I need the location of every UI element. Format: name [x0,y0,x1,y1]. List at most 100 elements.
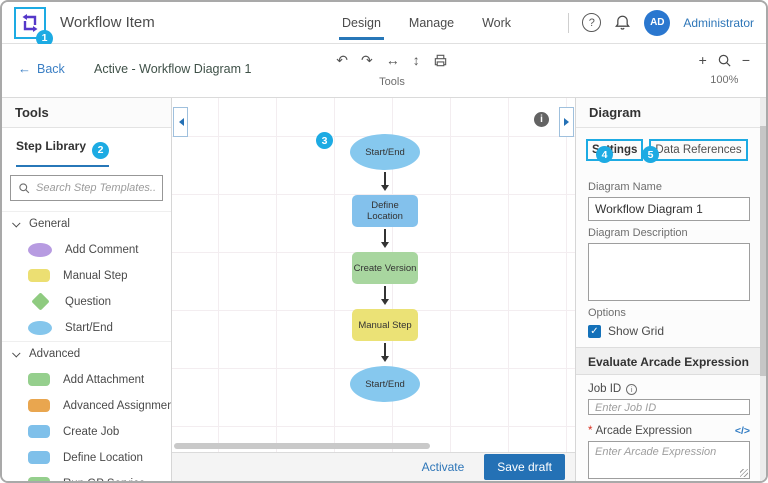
rect-shape-icon [28,477,50,481]
triangle-right-icon [563,118,573,126]
triangle-left-icon [175,118,184,126]
arcade-expression-label: *Arcade Expression [588,425,692,437]
required-asterisk: * [588,425,593,437]
rect-shape-icon [28,399,50,412]
step-template-add-comment[interactable]: Add Comment [2,237,171,263]
vertical-scrollbar-thumb[interactable] [760,126,766,376]
step-search-input[interactable] [36,181,155,194]
tools-label: Tools [379,76,405,88]
job-id-label: Job ID [588,383,622,395]
section-label: General [29,218,70,230]
diagram-name-input[interactable] [588,197,750,221]
tab-design[interactable]: Design [339,2,384,43]
node-create-version[interactable]: Create Version [352,252,418,284]
undo-icon[interactable]: ↶ [336,52,348,68]
diagram-canvas[interactable]: 3 Start/End Define Location Create Versi… [172,98,575,452]
node-start-end-bottom[interactable]: Start/End [350,366,420,402]
code-editor-icon[interactable] [735,425,750,437]
callout-badge-3: 3 [316,132,333,149]
user-name[interactable]: Administrator [683,15,754,30]
job-id-input[interactable] [588,399,750,415]
header-nav: Design Manage Work [339,2,512,43]
workflow-loop-icon [22,13,38,32]
step-template-manual-step[interactable]: Manual Step [2,263,171,289]
app-header: 1 Workflow Item Design Manage Work AD Ad… [2,2,766,47]
canvas-footer: Activate Save draft [172,452,575,481]
show-grid-option[interactable]: Show Grid [588,324,750,338]
workflow-logo[interactable]: 1 [14,6,53,47]
connector-arrow [381,229,388,248]
diagram-toolbar: Back Active - Workflow Diagram 1 ↶ ↷ ↔ ↕… [2,44,766,98]
step-label: Add Comment [65,243,139,256]
info-icon[interactable] [626,383,638,395]
search-icon [19,182,30,193]
tab-manage[interactable]: Manage [408,15,455,30]
node-manual-step[interactable]: Manual Step [352,309,418,341]
step-label: Start/End [65,321,113,334]
bell-icon[interactable] [614,14,631,32]
step-template-start-end[interactable]: Start/End [2,315,171,341]
zoom-out-icon[interactable]: − [741,52,750,68]
checkbox-checked-icon[interactable] [588,324,601,338]
options-label: Options [588,307,626,319]
arcade-expression-input[interactable] [588,441,750,479]
callout-badge-5: 5 [642,146,659,163]
tab-data-references[interactable]: Data References [649,139,748,161]
magnifier-icon[interactable] [717,53,732,68]
tools-panel-title: Tools [2,98,171,128]
diagram-description-input[interactable] [588,243,750,301]
step-label: Run GP Service [63,478,145,482]
step-label: Question [65,295,112,308]
node-start-end-top[interactable]: Start/End [350,134,420,170]
step-template-create-job[interactable]: Create Job [2,419,171,445]
node-define-location[interactable]: Define Location [352,195,418,227]
section-advanced[interactable]: Advanced [2,340,171,367]
tab-work[interactable]: Work [482,15,512,30]
diagram-panel: Diagram Settings Data References 4 5 Dia… [575,98,766,481]
evaluate-arcade-section-header: Evaluate Arcade Expression [576,347,766,375]
arcade-label-row: *Arcade Expression [588,425,750,437]
diagram-name-label: Diagram Name [588,181,662,193]
rect-shape-icon [28,451,50,464]
avatar[interactable]: AD [644,9,671,36]
horizontal-scrollbar[interactable] [174,443,430,449]
collapse-left-panel-button[interactable] [173,107,188,137]
help-icon[interactable] [582,13,602,32]
section-label: Advanced [29,348,81,360]
canvas-info-icon[interactable] [534,112,549,127]
back-button[interactable]: Back [18,61,65,76]
section-general[interactable]: General [2,210,171,237]
callout-badge-1: 1 [36,29,53,47]
step-label: Advanced Assignment [63,399,171,412]
step-search-box [10,174,163,201]
activate-button[interactable]: Activate [421,460,465,474]
header-actions: AD Administrator [568,2,754,43]
horizontal-align-icon[interactable]: ↔ [385,52,400,68]
vertical-align-icon[interactable]: ↕ [412,52,420,68]
step-template-define-location[interactable]: Define Location [2,445,171,471]
zoom-group: + − 100% [699,52,750,86]
step-template-run-gp-service[interactable]: Run GP Service [2,471,171,482]
job-id-label-row: Job ID [588,383,750,395]
connector-arrow [381,286,388,305]
step-template-add-attachment[interactable]: Add Attachment [2,367,171,393]
connector-arrow [381,343,388,362]
zoom-in-icon[interactable]: + [698,52,707,68]
collapse-right-panel-button[interactable] [559,107,574,137]
save-draft-button[interactable]: Save draft [484,454,565,480]
rect-shape-icon [28,269,50,282]
step-template-question[interactable]: Question [2,289,171,315]
step-template-advanced-assignment[interactable]: Advanced Assignment [2,393,171,419]
connector-arrow [381,172,388,191]
tools-group: ↶ ↷ ↔ ↕ Tools [330,51,454,88]
back-label: Back [37,61,65,76]
callout-badge-4: 4 [596,146,613,163]
redo-icon[interactable]: ↷ [361,52,373,68]
print-icon[interactable] [433,53,448,68]
page-title: Workflow Item [60,14,155,31]
ellipse-shape-icon [28,242,52,257]
ellipse-shape-icon [28,320,52,335]
